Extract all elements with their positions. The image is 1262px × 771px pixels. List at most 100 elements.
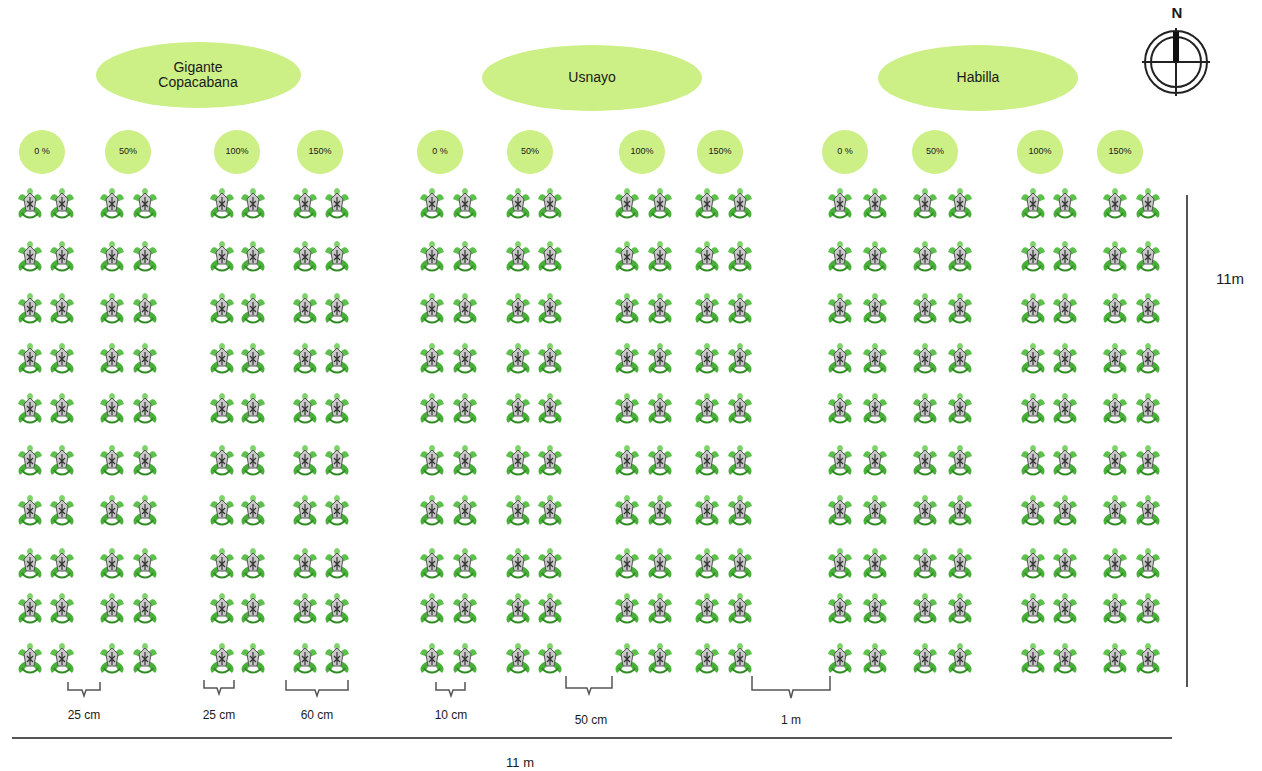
plant-icon <box>1136 393 1160 423</box>
plant-icon <box>1136 188 1160 218</box>
spacing-dimension: 60 cm <box>301 708 334 722</box>
plant-icon <box>100 393 124 423</box>
plant-icon <box>293 188 317 218</box>
plant-icon <box>695 548 719 578</box>
plant-icon <box>728 593 752 623</box>
plant-icon <box>210 445 234 475</box>
plant-icon <box>828 393 852 423</box>
plant-icon <box>615 593 639 623</box>
plant-icon <box>695 343 719 373</box>
plant-icon <box>100 445 124 475</box>
plant-icon <box>100 548 124 578</box>
plant-icon <box>1021 495 1045 525</box>
plant-icon <box>1053 643 1077 673</box>
plant-icon <box>948 445 972 475</box>
spacing-brackets <box>68 676 830 698</box>
spacing-dimension: 25 cm <box>203 708 236 722</box>
plant-icon <box>18 548 42 578</box>
node-fill <box>214 130 260 174</box>
plant-icon <box>18 241 42 271</box>
plant-icon <box>50 241 74 271</box>
plant-icon <box>1136 593 1160 623</box>
plant-icon <box>420 343 444 373</box>
plant-icon <box>913 445 937 475</box>
plant-icon <box>1021 241 1045 271</box>
plant-icon <box>948 188 972 218</box>
plant-icon <box>133 393 157 423</box>
plant-icon <box>50 343 74 373</box>
plant-icon <box>133 188 157 218</box>
plant-icon <box>1136 445 1160 475</box>
plant-icon <box>615 293 639 323</box>
plant-icon <box>506 445 530 475</box>
plant-icon <box>728 445 752 475</box>
plant-icon <box>50 445 74 475</box>
plant-icon <box>615 343 639 373</box>
plant-icon <box>1053 293 1077 323</box>
plant-icon <box>50 495 74 525</box>
node-fill <box>1097 130 1143 174</box>
compass-symbol <box>1142 28 1210 96</box>
plant-icon <box>293 643 317 673</box>
node-fill <box>482 45 702 111</box>
plant-icon <box>1103 241 1127 271</box>
plant-icon <box>913 241 937 271</box>
plant-icon <box>948 343 972 373</box>
plant-icon <box>1053 593 1077 623</box>
plant-icon <box>948 548 972 578</box>
plant-icon <box>648 343 672 373</box>
node-fill <box>697 130 743 174</box>
plant-icon <box>325 293 349 323</box>
plant-icon <box>538 241 562 271</box>
plant-icon <box>1053 393 1077 423</box>
plant-icon <box>648 293 672 323</box>
plant-icon <box>695 445 719 475</box>
plant-icon <box>133 548 157 578</box>
plant-icon <box>1103 343 1127 373</box>
plant-icon <box>538 393 562 423</box>
plant-icon <box>1136 643 1160 673</box>
plant-icon <box>728 548 752 578</box>
plant-icon <box>325 343 349 373</box>
plant-icon <box>453 293 477 323</box>
plant-icon <box>948 643 972 673</box>
plant-icon <box>863 343 887 373</box>
dose-label: 150% <box>1108 147 1131 157</box>
plant-icon <box>506 643 530 673</box>
plant-icon <box>863 188 887 218</box>
plant-icon <box>828 343 852 373</box>
plant-icon <box>828 495 852 525</box>
plant-icon <box>648 643 672 673</box>
plant-icon <box>325 393 349 423</box>
plant-icon <box>506 548 530 578</box>
plant-icon <box>325 548 349 578</box>
plant-icon <box>863 593 887 623</box>
plant-icon <box>420 643 444 673</box>
spacing-dimension: 1 m <box>781 713 801 727</box>
plant-icon <box>615 241 639 271</box>
plant-icon <box>615 393 639 423</box>
plant-icon <box>241 188 265 218</box>
plant-icon <box>695 188 719 218</box>
plant-icon <box>913 293 937 323</box>
dose-circle: 100% <box>619 130 665 174</box>
dose-label: 100% <box>1028 147 1051 157</box>
plant-icon <box>241 593 265 623</box>
dose-label: 100% <box>225 147 248 157</box>
variety-ellipse: Usnayo <box>482 45 702 111</box>
plant-icon <box>210 593 234 623</box>
spacing-dimension: 50 cm <box>575 713 608 727</box>
plant-icon <box>293 593 317 623</box>
plant-icon <box>18 188 42 218</box>
plant-icon <box>453 241 477 271</box>
plant-icon <box>100 241 124 271</box>
node-fill <box>1017 130 1063 174</box>
dose-circle: 50% <box>105 130 151 174</box>
plant-icon <box>1103 445 1127 475</box>
plant-icon <box>50 293 74 323</box>
plant-icon <box>18 343 42 373</box>
spacing-dimension: 25 cm <box>68 708 101 722</box>
plant-icon <box>728 643 752 673</box>
dose-circle: 150% <box>1097 130 1143 174</box>
plant-icon <box>863 393 887 423</box>
